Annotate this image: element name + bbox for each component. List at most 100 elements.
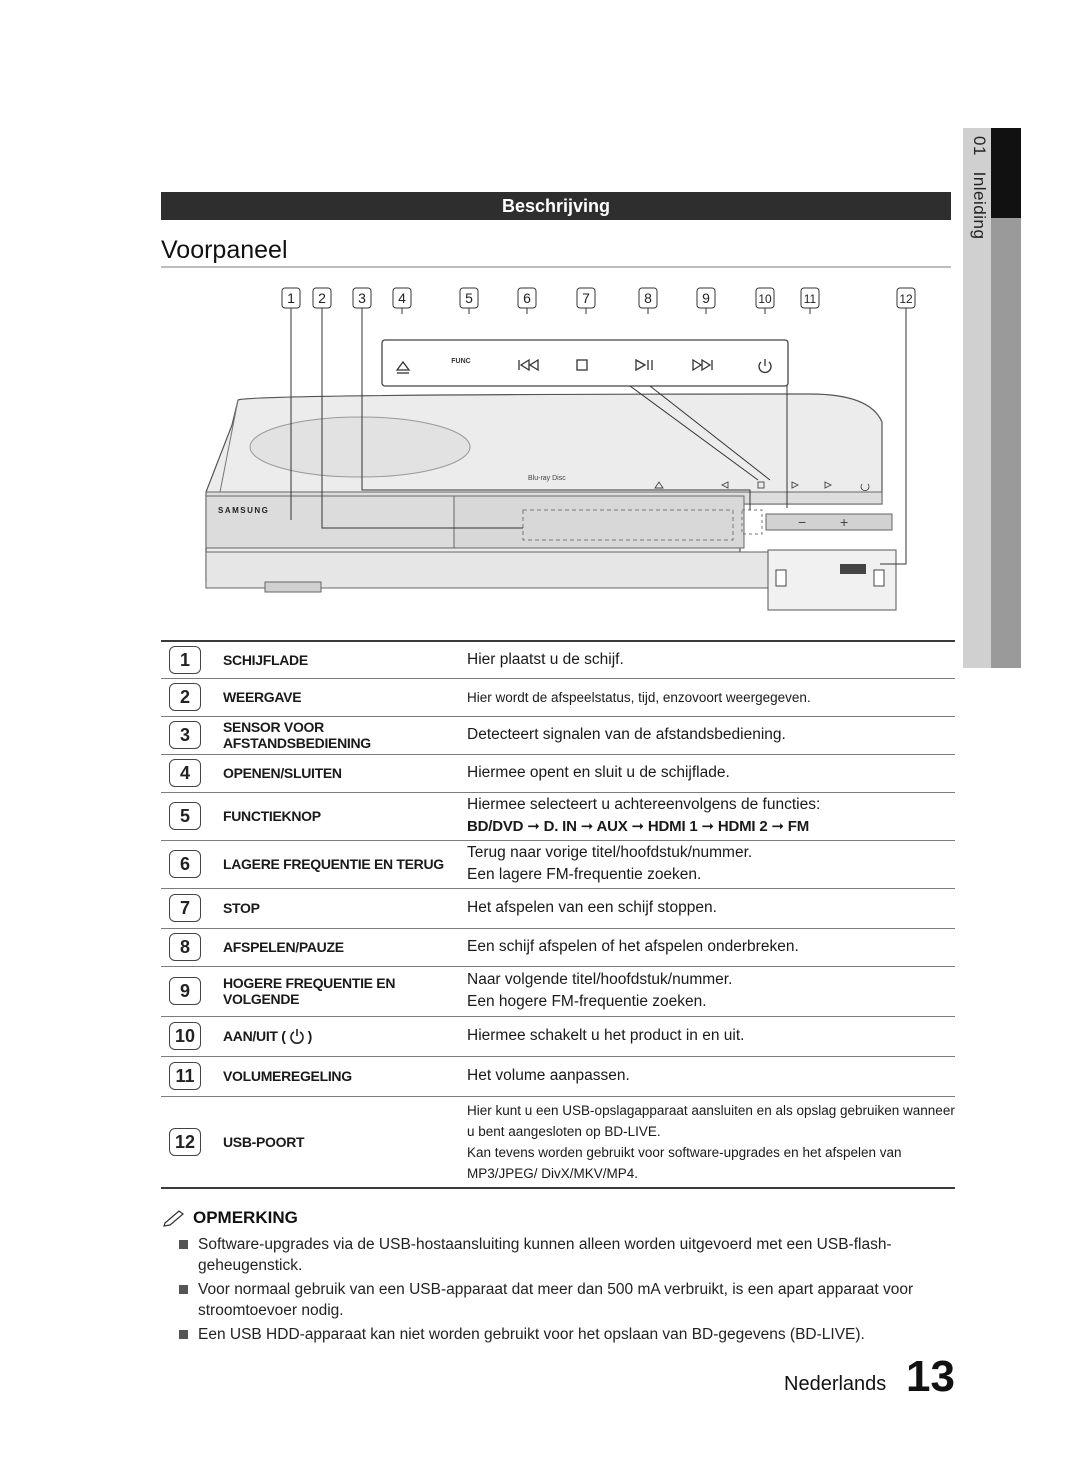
feature-description: Hiermee selecteert u achtereenvolgens de… (467, 796, 821, 813)
func-label: FUNC (451, 358, 470, 365)
pencil-icon (163, 1210, 184, 1227)
callout-number: 9 (702, 290, 710, 306)
page-title: Voorpaneel (161, 236, 288, 264)
callout-number: 4 (398, 290, 406, 306)
feature-number: 11 (169, 1062, 201, 1090)
eject-icon (395, 360, 411, 374)
feature-description: Een hogere FM-frequentie zoeken. (467, 993, 707, 1010)
feature-table: 1 SCHIJFLADE Hier plaatst u de schijf. 2 WEE… (161, 640, 955, 1189)
note-item: Software-upgrades via de USB-hostaanslui… (176, 1234, 961, 1276)
feature-name: LAGERE FREQUENTIE EN TERUG (223, 856, 444, 872)
power-icon (289, 1029, 304, 1044)
callout-number: 5 (465, 290, 473, 306)
feature-number: 5 (169, 802, 201, 830)
feature-row: 3 SENSOR VOOR AFSTANDSBEDIENING Detecteert… (161, 716, 955, 755)
note-item: Voor normaal gebruik van een USB-apparaa… (176, 1279, 961, 1321)
callout-number: 6 (523, 290, 531, 306)
display-area (522, 509, 734, 541)
button-strip-zoom (381, 339, 789, 387)
feature-description: Hier kunt u een USB-opslagapparaat aansl… (467, 1102, 955, 1139)
feature-name: WEERGAVE (223, 689, 302, 705)
volume-plus-icon: + (840, 514, 848, 530)
page-number: 13 (906, 1352, 955, 1401)
feature-number: 7 (169, 894, 201, 922)
callout-number: 11 (804, 292, 817, 306)
chapter-label: 01 Inleiding (965, 136, 989, 276)
feature-name: FUNCTIEKNOP (223, 808, 321, 824)
feature-description: Het afspelen van een schijf stoppen. (467, 899, 717, 916)
brand-logo: SAMSUNG (218, 506, 269, 515)
feature-name: SCHIJFLADE (223, 651, 308, 668)
note-title: OPMERKING (193, 1208, 298, 1227)
feature-row: 12 USB-POORT Hier kunt u een USB-opslagapp… (161, 1096, 955, 1189)
callout-number: 10 (758, 292, 772, 306)
usb-port-icon (840, 564, 866, 574)
disc-top-cover (249, 416, 471, 478)
feature-description: Het volume aanpassen. (467, 1067, 630, 1084)
feature-description: Een schijf afspelen of het afspelen onde… (467, 938, 799, 955)
note-heading: OPMERKING (163, 1208, 298, 1228)
feature-name: VOLUMEREGELING (223, 1068, 352, 1084)
chapter-title: Inleiding (970, 171, 989, 240)
side-tab-marker (991, 128, 1021, 218)
callout-number: 8 (644, 290, 652, 306)
feature-number: 4 (169, 759, 201, 787)
volume-control (765, 513, 893, 531)
feature-row: 5 FUNCTIEKNOP Hiermee selecteert u achtere… (161, 792, 955, 841)
callout-number: 2 (318, 290, 326, 306)
device-buttons (654, 481, 870, 492)
feature-name: HOGERE FREQUENTIE EN VOLGENDE (223, 975, 396, 1007)
side-tab-strip (991, 128, 1021, 668)
callout-number: 3 (358, 290, 366, 306)
function-sequence: BD/DVD ➞ D. IN ➞ AUX ➞ HDMI 1 ➞ HDMI 2 ➞… (467, 818, 810, 835)
feature-number: 12 (169, 1127, 201, 1156)
power-icon (758, 359, 772, 374)
volume-minus-icon: − (798, 514, 806, 530)
feature-name-suffix: ) (307, 1028, 313, 1044)
skip-back-icon (518, 358, 539, 372)
callout-number: 12 (899, 292, 913, 306)
feature-description: Detecteert signalen van de afstandsbedie… (467, 726, 786, 743)
feature-number: 3 (169, 721, 201, 749)
feature-description: Hiermee schakelt u het product in en uit… (467, 1027, 745, 1044)
feature-number: 2 (169, 683, 201, 711)
button-strip-icons (395, 358, 772, 374)
feature-number: 1 (169, 645, 201, 674)
callout-number: 7 (582, 290, 590, 306)
remote-sensor (741, 509, 763, 535)
feature-row: 2 WEERGAVE Hier wordt de afspeelstatus, ti… (161, 678, 955, 717)
feature-description: Hiermee opent en sluit u de schijflade. (467, 764, 730, 781)
feature-row: 10 AAN/UIT () Hiermee schakelt u het produ… (161, 1016, 955, 1057)
note-item: Een USB HDD-apparaat kan niet worden geb… (176, 1324, 961, 1345)
feature-description: Naar volgende titel/hoofdstuk/nummer. (467, 971, 733, 988)
feature-description: Hier wordt de afspeelstatus, tijd, enzov… (467, 689, 811, 705)
feature-description: Hier plaatst u de schijf. (467, 650, 624, 668)
feature-number: 6 (169, 850, 201, 878)
feature-description: Een lagere FM-frequentie zoeken. (467, 866, 702, 883)
bluray-logo: Blu-ray Disc (528, 475, 566, 482)
chapter-number: 01 (970, 136, 989, 156)
footer-language: Nederlands (784, 1373, 887, 1395)
feature-number: 8 (169, 933, 201, 961)
side-tab-background (963, 128, 991, 668)
stop-icon (576, 359, 588, 371)
feature-name: AAN/UIT ( (223, 1028, 286, 1044)
section-header: Beschrijving (161, 192, 951, 220)
feature-number: 10 (169, 1022, 201, 1050)
feature-name: SENSOR VOOR AFSTANDSBEDIENING (223, 719, 371, 751)
callout-number: 1 (287, 290, 295, 306)
feature-name: USB-POORT (223, 1133, 305, 1150)
skip-forward-icon (692, 358, 713, 372)
disc-tray (205, 495, 455, 549)
leader-lines (290, 314, 907, 565)
display-panel (453, 495, 745, 549)
feature-row: 1 SCHIJFLADE Hier plaatst u de schijf. (161, 640, 955, 679)
note-list: Software-upgrades via de USB-hostaanslui… (176, 1234, 961, 1348)
